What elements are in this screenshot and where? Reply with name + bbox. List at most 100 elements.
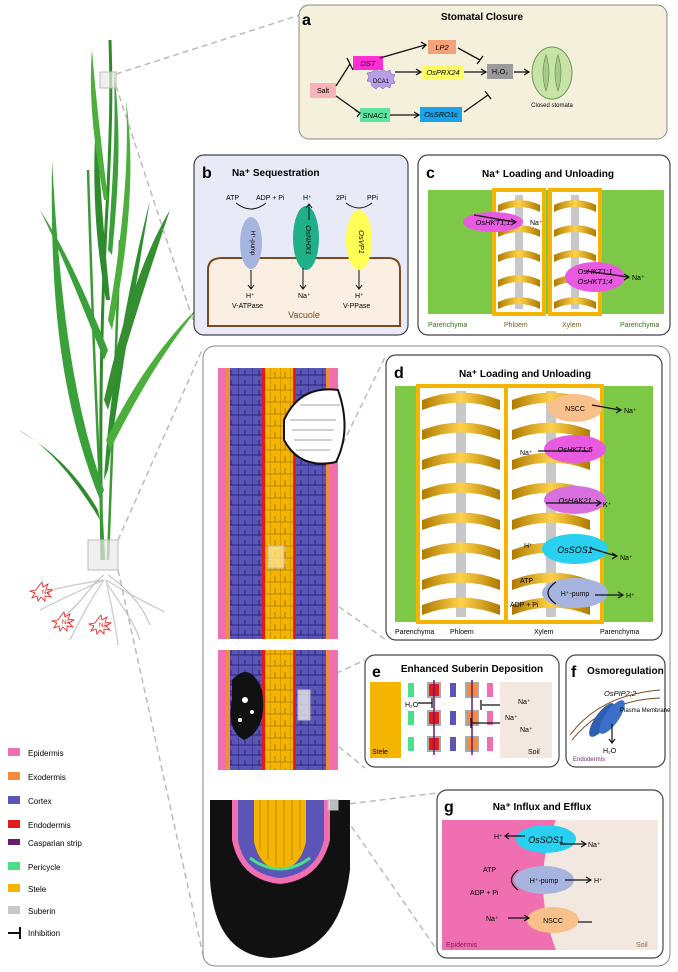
ossos1-label-g: OsSOS1 (528, 835, 564, 845)
oshkt1-5-protein (544, 435, 606, 463)
na-out-label-g: Na⁺ (588, 842, 601, 849)
osprx24-box (422, 65, 464, 79)
panel-d-letter: d (394, 365, 404, 382)
svg-text:Stele: Stele (28, 885, 47, 894)
ppi-label: PPi (367, 195, 378, 202)
legend-item-inhibition: Inhibition (8, 927, 60, 939)
stomata-icon (531, 46, 573, 100)
na2-label-e: Na⁺ (505, 715, 518, 722)
soil-label: Soil (528, 749, 540, 756)
panel-e-suberin: e Enhanced Suberin Deposition Stele Soil (364, 654, 560, 768)
panel-b-na-sequestration: b Na⁺ Sequestration Vacuole H⁺-pump OsNH… (193, 154, 409, 336)
salt-stress-star-3: Na⁺ (87, 614, 113, 635)
h2o-label-e: H₂O (405, 702, 419, 709)
panel-d-na-loading: d Na⁺ Loading and Unloading NSCC (385, 354, 663, 641)
legend-item-cortex: Cortex (8, 796, 52, 806)
ospip-protein-2 (599, 700, 625, 734)
na-in-label: Na⁺ (520, 450, 533, 457)
na1-label: Na⁺ (530, 220, 543, 227)
ossro1c-label: OsSRO1c (424, 110, 458, 119)
panel-e-title: Enhanced Suberin Deposition (401, 664, 543, 675)
na-in-label-g: Na⁺ (486, 916, 499, 923)
legend-item-endodermis: Endodermis (8, 820, 71, 830)
nscc-protein-g (527, 907, 579, 933)
soil-label-g: Soil (636, 942, 648, 949)
xylem-label-d: Xylem (534, 629, 554, 636)
dca1-shape (366, 68, 396, 90)
hpump-label-g: H⁺-pump (530, 878, 559, 885)
h2o2-box (487, 64, 513, 79)
ossos1-protein-g (516, 825, 576, 853)
ossos1-label: OsSOS1 (557, 545, 593, 555)
h-sos-label: H⁺ (524, 543, 533, 550)
osvp1-label: OsVP1 (357, 230, 366, 254)
vacuole-shape (207, 257, 401, 327)
salt-stress-star-1: Na⁺ (28, 581, 54, 602)
legend: Epidermis Exodermis Cortex Endodermis Ca… (8, 748, 82, 939)
root-tip-section (210, 799, 350, 958)
oshkt1-4-protein (565, 262, 625, 292)
legend-item-exodermis: Exodermis (8, 772, 66, 782)
na3-label-e: Na⁺ (520, 727, 533, 734)
root-section-middle (218, 650, 338, 770)
k-label: K⁺ (603, 502, 612, 509)
panel-c-title: Na⁺ Loading and Unloading (482, 169, 614, 180)
parenchyma-right-label: Parenchyma (620, 322, 659, 329)
stele-label: Stele (372, 749, 388, 756)
svg-text:Pericycle: Pericycle (28, 863, 61, 872)
h-label-g: H⁺ (494, 834, 503, 841)
ospip-label: OsPIP2;2 (604, 689, 637, 698)
2pi-label: 2Pi (336, 195, 347, 202)
rice-plant-illustration (18, 39, 205, 646)
panel-e-letter: e (372, 664, 381, 681)
svg-text:Epidermis: Epidermis (28, 749, 64, 758)
parenchyma-left-label: Parenchyma (428, 322, 467, 329)
hpump-label: H⁺-pump (249, 231, 256, 256)
h-pump-protein (240, 217, 262, 269)
oshkt1-4-label: OsHKT1;4 (577, 277, 612, 286)
h-top-label: H⁺ (303, 195, 312, 202)
h2o2-label: H₂O₂ (492, 69, 508, 76)
na1-label-e: Na⁺ (518, 699, 531, 706)
atp-label-g: ATP (483, 867, 496, 874)
panel-a-title: Stomatal Closure (441, 12, 524, 23)
snac1-box (360, 108, 390, 122)
svg-text:Endodermis: Endodermis (28, 821, 71, 830)
panel-f-letter: f (571, 664, 577, 681)
svg-text:Exodermis: Exodermis (28, 773, 66, 782)
vatpase-label: V-ATPase (232, 303, 263, 310)
dca1-label: DCA1 (373, 79, 390, 85)
membrane-label: Plasma Membrane (620, 708, 671, 714)
salt-stress-star-2: Na⁺ (50, 611, 76, 632)
hpump-protein-g (514, 866, 574, 894)
legend-item-casparian-strip: Casparian strip (8, 839, 82, 848)
phloem-label-d: Phloem (450, 629, 474, 636)
panel-a-letter: a (302, 12, 311, 29)
h-vatpase-label: H⁺ (246, 293, 255, 300)
salt-box (310, 83, 336, 98)
nscc-label-g: NSCC (543, 918, 563, 925)
osnhx1-label: OsNHX1 (304, 225, 313, 255)
adp-pi-label-d: ADP + Pi (510, 602, 539, 609)
osvp1-protein (346, 210, 372, 270)
panel-g-title: Na⁺ Influx and Efflux (493, 802, 592, 813)
lp2-box (428, 40, 456, 54)
dst-box (353, 56, 383, 70)
legend-item-suberin: Suberin (8, 906, 56, 916)
na-sos-label: Na⁺ (620, 555, 633, 562)
oshak21-protein (544, 486, 606, 514)
svg-text:Cortex: Cortex (28, 797, 52, 806)
vppase-label: V-PPase (343, 303, 370, 310)
panel-c-letter: c (426, 165, 435, 182)
legend-item-pericycle: Pericycle (8, 862, 61, 872)
panel-b-title: Na⁺ Sequestration (232, 168, 320, 179)
closed-stomata-label: Closed stomata (531, 103, 573, 109)
panel-a-stomatal-closure: a Stomatal Closure Salt DST DCA1 LP2 OsP… (298, 4, 668, 140)
hpump-protein-d (542, 578, 608, 608)
panel-f-title: Osmoregulation (587, 666, 664, 677)
panel-b-letter: b (202, 165, 212, 182)
oshak21-label: OsHAK21 (558, 496, 591, 505)
adp-pi-label-g: ADP + Pi (470, 890, 499, 897)
atp-label: ATP (226, 195, 239, 202)
na-bottom-label: Na⁺ (298, 293, 311, 300)
